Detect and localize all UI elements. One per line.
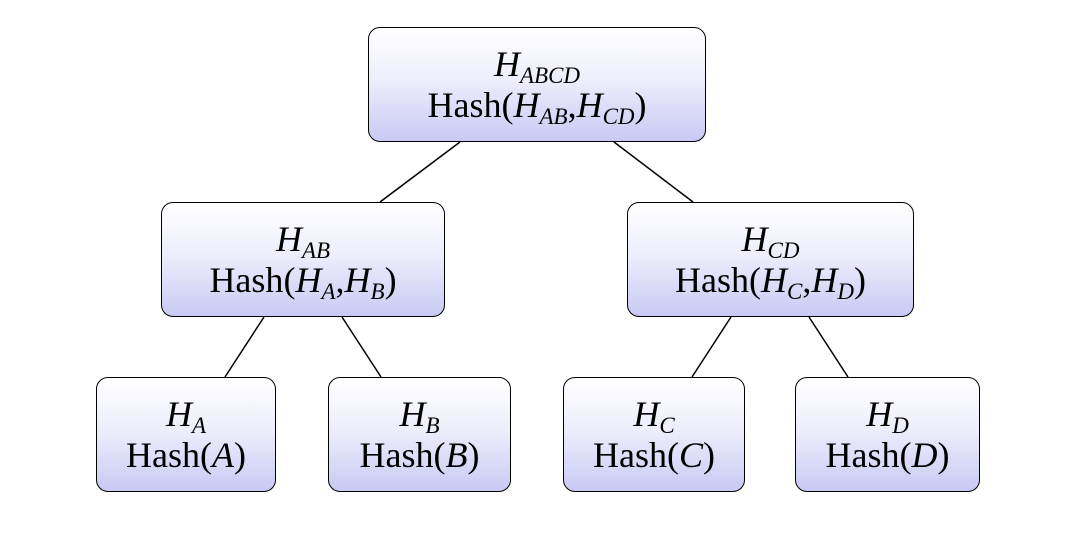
node-leaf-d-formula: Hash(D) xyxy=(825,434,950,475)
node-root-label: HABCD xyxy=(493,43,581,88)
node-left: HAB Hash(HA,HB) xyxy=(161,202,445,317)
edge-root-right xyxy=(613,141,694,203)
node-leaf-a-label: HA xyxy=(165,393,207,438)
node-right-formula: Hash(HC,HD) xyxy=(675,259,866,304)
edge-left-leaf-b xyxy=(341,316,382,378)
edge-right-leaf-c xyxy=(691,316,732,378)
node-leaf-a: HA Hash(A) xyxy=(96,377,276,492)
node-right: HCD Hash(HC,HD) xyxy=(627,202,914,317)
node-leaf-c-formula: Hash(C) xyxy=(592,434,715,475)
edge-root-left xyxy=(379,141,461,203)
node-leaf-a-formula: Hash(A) xyxy=(126,434,246,475)
edge-right-leaf-d xyxy=(808,316,849,378)
edge-left-leaf-a xyxy=(224,316,265,378)
node-leaf-c-label: HC xyxy=(633,393,675,438)
node-leaf-b-formula: Hash(B) xyxy=(359,434,480,475)
node-leaf-b: HB Hash(B) xyxy=(328,377,511,492)
node-root: HABCD Hash(HAB,HCD) xyxy=(368,27,706,142)
node-right-label: HCD xyxy=(741,218,800,263)
node-leaf-d: HD Hash(D) xyxy=(795,377,980,492)
node-leaf-b-label: HB xyxy=(399,393,440,438)
node-left-label: HAB xyxy=(275,218,331,263)
node-leaf-d-label: HD xyxy=(866,393,909,438)
node-left-formula: Hash(HA,HB) xyxy=(209,259,397,304)
node-leaf-c: HC Hash(C) xyxy=(563,377,745,492)
node-root-formula: Hash(HAB,HCD) xyxy=(427,84,647,129)
